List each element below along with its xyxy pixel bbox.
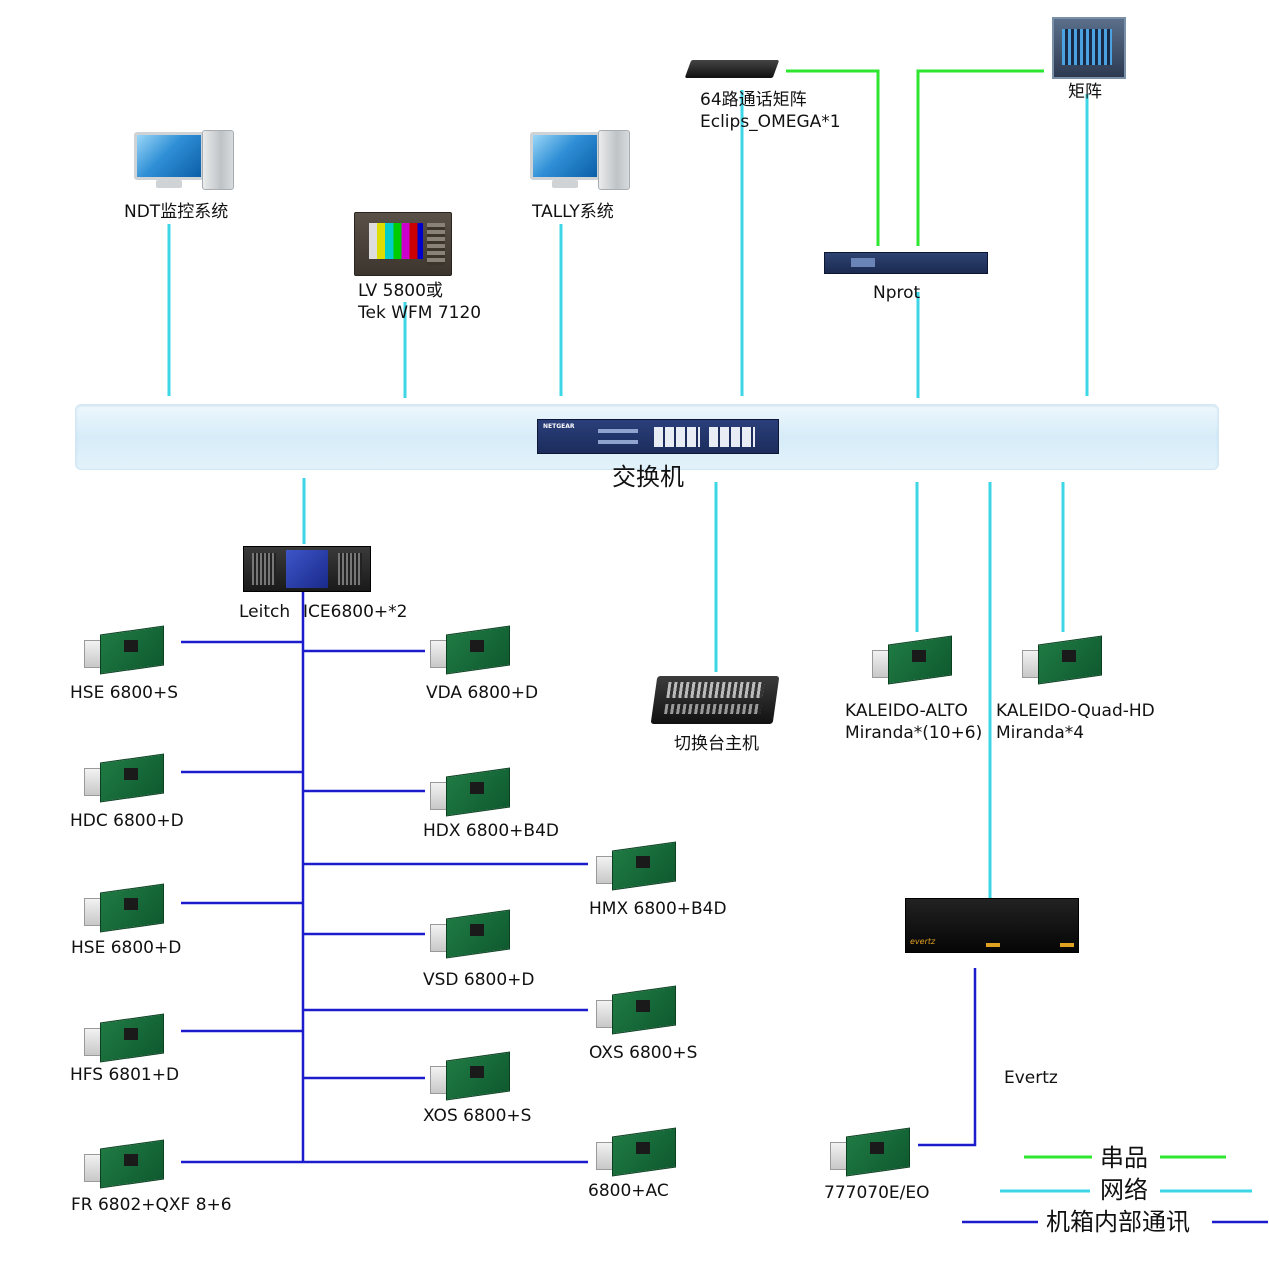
card-left-label-4: FR 6802+QXF 8+6 — [71, 1195, 232, 1215]
card-mid-label-1: HDX 6800+B4D — [423, 821, 559, 841]
card-mid-1 — [430, 767, 512, 817]
tally-computer — [526, 128, 630, 190]
serial-link-intercom-nprot — [786, 69, 880, 246]
card-left-1 — [84, 753, 166, 803]
switch-label: 交换机 — [612, 463, 684, 491]
card-777-label: 777070E/EO — [824, 1183, 930, 1203]
card-777-device — [830, 1127, 912, 1177]
kaleido-alto-label: KALEIDO-ALTO Miranda*(10+6) — [845, 701, 983, 743]
kaleido-alto-card — [872, 635, 954, 685]
card-left-4 — [84, 1139, 166, 1189]
evertz-label: Evertz — [1004, 1068, 1058, 1088]
switch-brand: NETGEAR — [543, 423, 575, 430]
evertz-frame-device: evertz — [905, 898, 1079, 953]
leitch-label-b: ICE6800+*2 — [303, 602, 408, 622]
card-right-1 — [596, 985, 678, 1035]
tally-label: TALLY系统 — [532, 202, 614, 222]
card-right-0 — [596, 841, 678, 891]
matrix-label: 矩阵 — [1068, 82, 1102, 102]
legend-network-label: 网络 — [1094, 1175, 1154, 1205]
kaleido-quad-label: KALEIDO-Quad-HD Miranda*4 — [996, 701, 1155, 743]
legend-internal-label: 机箱内部通讯 — [1040, 1207, 1196, 1237]
card-mid-label-2: VSD 6800+D — [423, 970, 535, 990]
video-matrix-device — [1052, 17, 1126, 79]
card-right-label-2: 6800+AC — [588, 1181, 669, 1201]
leitch-frame-device — [243, 546, 371, 592]
card-right-2 — [596, 1127, 678, 1177]
card-left-label-0: HSE 6800+S — [70, 683, 179, 703]
intercom-label: 64路通话矩阵 Eclips_OMEGA*1 — [700, 90, 841, 132]
ndt-label: NDT监控系统 — [124, 202, 229, 222]
card-right-label-0: HMX 6800+B4D — [589, 899, 727, 919]
internal-link-evertz-card — [918, 968, 977, 1147]
waveform-monitor — [354, 212, 452, 276]
evertz-brand-mark: evertz — [910, 937, 936, 946]
card-left-label-2: HSE 6800+D — [71, 938, 182, 958]
nprot-label: Nprot — [873, 283, 921, 303]
legend-serial-label: 串品 — [1094, 1143, 1154, 1173]
card-left-label-1: HDC 6800+D — [70, 811, 184, 831]
intercom-matrix-device — [684, 60, 780, 78]
ndt-computer — [130, 128, 234, 190]
serial-link-matrix-nprot — [916, 69, 1044, 246]
leitch-label-a: Leitch — [239, 602, 291, 622]
card-left-0 — [84, 625, 166, 675]
kaleido-quad-card — [1022, 635, 1104, 685]
card-mid-label-3: XOS 6800+S — [423, 1106, 532, 1126]
card-mid-3 — [430, 1051, 512, 1101]
card-mid-label-0: VDA 6800+D — [426, 683, 539, 703]
card-mid-0 — [430, 625, 512, 675]
waveform-label: LV 5800或 Tek WFM 7120 — [358, 281, 482, 323]
switcher-device — [650, 676, 780, 724]
card-mid-2 — [430, 909, 512, 959]
card-right-label-1: OXS 6800+S — [589, 1043, 698, 1063]
nprot-device — [824, 252, 988, 274]
card-left-3 — [84, 1013, 166, 1063]
netgear-switch: NETGEAR — [537, 419, 779, 454]
card-left-label-3: HFS 6801+D — [70, 1065, 180, 1085]
switcher-label: 切换台主机 — [674, 734, 759, 754]
card-left-2 — [84, 883, 166, 933]
